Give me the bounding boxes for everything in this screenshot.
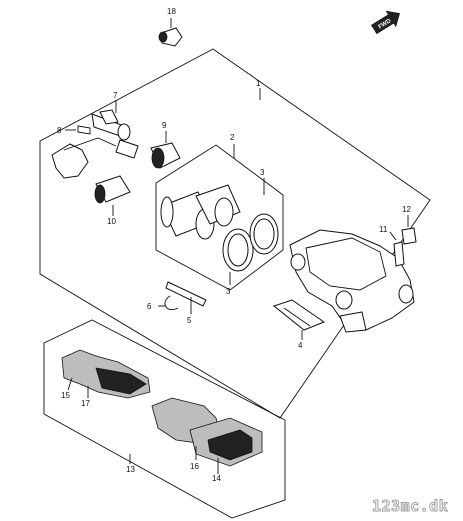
part-5-pad-pin xyxy=(165,281,207,314)
label-part-15: 15 xyxy=(61,391,70,400)
part-10-sleeve-bushing xyxy=(94,175,131,216)
label-part-16: 16 xyxy=(190,462,199,471)
part-6-r-clip xyxy=(158,295,179,310)
watermark-text: 123mc.dk xyxy=(372,497,448,515)
part-14-16-brake-pad xyxy=(151,397,263,474)
caliper-body xyxy=(289,229,415,333)
label-part-10: 10 xyxy=(107,217,116,226)
fwd-arrow-icon: FWD xyxy=(371,10,400,35)
part-11-bleeder-screw xyxy=(389,231,405,267)
label-part-11: 11 xyxy=(379,225,388,234)
label-part-12: 12 xyxy=(402,205,411,214)
part-9-dust-boot xyxy=(150,131,181,169)
part-18-bleeder-cap xyxy=(158,18,183,47)
piston-kit-frame xyxy=(155,144,284,291)
label-part-5: 5 xyxy=(187,316,192,325)
part-4-pad-spring xyxy=(272,299,326,340)
label-part-6: 6 xyxy=(147,302,152,311)
label-part-3b: 3 xyxy=(226,287,231,296)
part-8-retaining-clip xyxy=(51,125,117,179)
part-15-17-brake-pad xyxy=(61,349,151,399)
pad-set-frame xyxy=(43,319,286,519)
part-12-bleeder-cap xyxy=(401,215,417,245)
label-part-9: 9 xyxy=(162,121,167,130)
label-part-18: 18 xyxy=(167,7,176,16)
label-part-13: 13 xyxy=(126,465,135,474)
part-2-pistons xyxy=(160,144,241,240)
label-part-1: 1 xyxy=(256,79,261,88)
label-part-14: 14 xyxy=(212,474,221,483)
part-7-slide-pin xyxy=(91,100,139,159)
part-3-piston-seals xyxy=(222,178,279,285)
label-part-3a: 3 xyxy=(260,168,265,177)
label-part-4: 4 xyxy=(298,341,303,350)
label-part-17: 17 xyxy=(81,399,90,408)
label-part-8: 8 xyxy=(57,126,62,135)
label-part-7: 7 xyxy=(113,91,118,100)
label-part-2: 2 xyxy=(230,133,235,142)
